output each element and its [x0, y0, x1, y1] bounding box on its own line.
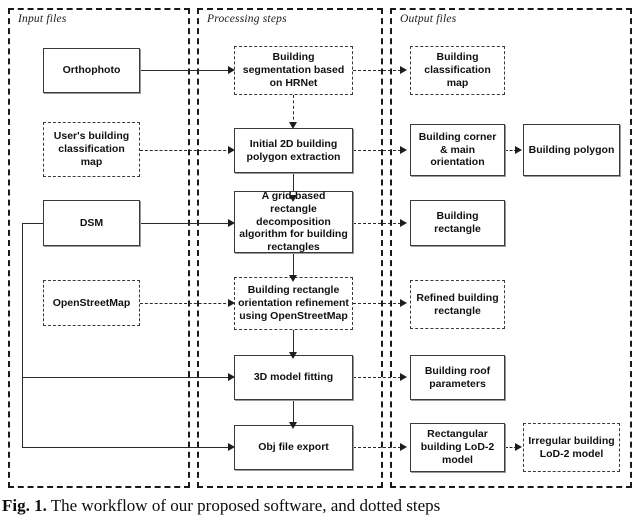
node-orthophoto[interactable]: Orthophoto: [43, 48, 140, 93]
connector-segmentation-to-classificationmap: [353, 70, 401, 71]
connector-rectlod2-to-irregularlod2: [505, 447, 517, 448]
figure-caption-label: Fig. 1.: [2, 496, 47, 515]
node-3d-model-fitting[interactable]: 3D model fitting: [234, 355, 353, 400]
connector-buildingcorner-to-buildingpolygon: [505, 150, 517, 151]
node-building-roof-parameters[interactable]: Building roof parameters: [410, 355, 505, 400]
connector-griddecomposition-to-orientationrefinement: [293, 253, 294, 278]
arrowhead-segmentation-to-initialpolygon: [288, 122, 297, 129]
panel-input-files: [8, 8, 190, 488]
arrowhead-modelfitting-to-objexport: [288, 422, 297, 429]
node-openstreetmap[interactable]: OpenStreetMap: [43, 280, 140, 326]
connector-objexport-to-rectlod2: [353, 447, 401, 448]
node-building-corner-main-orientation[interactable]: Building corner & main orientation: [410, 124, 505, 176]
arrowhead-modelfitting-to-roofparameters: [400, 372, 407, 381]
connector-userclassmap-to-initialpolygon: [140, 150, 231, 151]
connector-dsm-to-griddecomposition: [140, 223, 231, 224]
connector-modelfitting-to-roofparameters: [353, 377, 401, 378]
connector-griddecomposition-to-buildingrectangle: [353, 223, 401, 224]
node-dsm[interactable]: DSM: [43, 200, 140, 246]
panel-title-processing-steps: Processing steps: [207, 13, 287, 25]
connector-segmentation-to-initialpolygon: [293, 95, 294, 125]
arrowhead-orientationrefinement-to-refinedrectangle: [400, 298, 407, 307]
node-building-rectangle[interactable]: Building rectangle: [410, 200, 505, 246]
node-rectangular-lod2-model[interactable]: Rectangular building LoD-2 model: [410, 423, 505, 472]
arrowhead-griddecomposition-to-orientationrefinement: [288, 275, 297, 282]
arrowhead-orientationrefinement-to-modelfitting: [288, 352, 297, 359]
arrowhead-orthophoto-to-segmentation: [228, 65, 235, 74]
connector-dsm-trunk-vertical: [22, 223, 23, 447]
connector-orientationrefinement-to-modelfitting: [293, 330, 294, 355]
arrowhead-initialpolygon-to-buildingcorner: [400, 145, 407, 154]
figure-caption: Fig. 1. The workflow of our proposed sof…: [2, 496, 640, 516]
panel-processing-steps: [197, 8, 383, 488]
panel-title-input-files: Input files: [18, 13, 67, 25]
arrowhead-userclassmap-to-initialpolygon: [228, 145, 235, 154]
panel-output-files: [390, 8, 632, 488]
connector-orientationrefinement-to-refinedrectangle: [353, 303, 401, 304]
arrowhead-griddecomposition-to-buildingrectangle: [400, 218, 407, 227]
connector-dsm-to-modelfitting: [22, 377, 231, 378]
arrowhead-osm-to-orientationrefinement: [228, 298, 235, 307]
connector-dsm-left-stub: [22, 223, 44, 224]
arrowhead-rectlod2-to-irregularlod2: [515, 442, 522, 451]
node-grid-rectangle-decomposition[interactable]: A grid-based rectangle decomposition alg…: [234, 190, 353, 253]
arrowhead-dsm-to-griddecomposition: [228, 218, 235, 227]
connector-modelfitting-to-objexport: [293, 400, 294, 425]
arrowhead-dsm-to-modelfitting: [228, 372, 235, 381]
node-obj-file-export[interactable]: Obj file export: [234, 425, 353, 470]
arrowhead-initialpolygon-to-griddecomposition: [288, 195, 297, 202]
connector-dsm-to-objexport: [22, 447, 231, 448]
panel-title-output-files: Output files: [400, 13, 457, 25]
connector-orthophoto-to-segmentation: [140, 70, 231, 71]
arrowhead-buildingcorner-to-buildingpolygon: [515, 145, 522, 154]
node-building-segmentation-hrnet[interactable]: Building segmentation based on HRNet: [234, 46, 353, 95]
node-refined-building-rectangle[interactable]: Refined building rectangle: [410, 280, 505, 329]
node-rectangle-orientation-refinement[interactable]: Building rectangle orientation refinemen…: [234, 277, 353, 330]
node-irregular-lod2-model[interactable]: Irregular building LoD-2 model: [523, 423, 620, 472]
node-initial-2d-polygon-extraction[interactable]: Initial 2D building polygon extraction: [234, 128, 353, 173]
node-user-building-classification-map[interactable]: User's building classification map: [43, 122, 140, 177]
connector-initialpolygon-to-griddecomposition: [293, 173, 294, 198]
node-building-classification-map[interactable]: Building classification map: [410, 46, 505, 95]
arrowhead-dsm-to-objexport: [228, 442, 235, 451]
connector-initialpolygon-to-buildingcorner: [353, 150, 401, 151]
node-building-polygon[interactable]: Building polygon: [523, 124, 620, 176]
figure-caption-text: The workflow of our proposed software, a…: [46, 496, 441, 515]
arrowhead-objexport-to-rectlod2: [400, 442, 407, 451]
connector-osm-to-orientationrefinement: [140, 303, 231, 304]
arrowhead-segmentation-to-classificationmap: [400, 65, 407, 74]
